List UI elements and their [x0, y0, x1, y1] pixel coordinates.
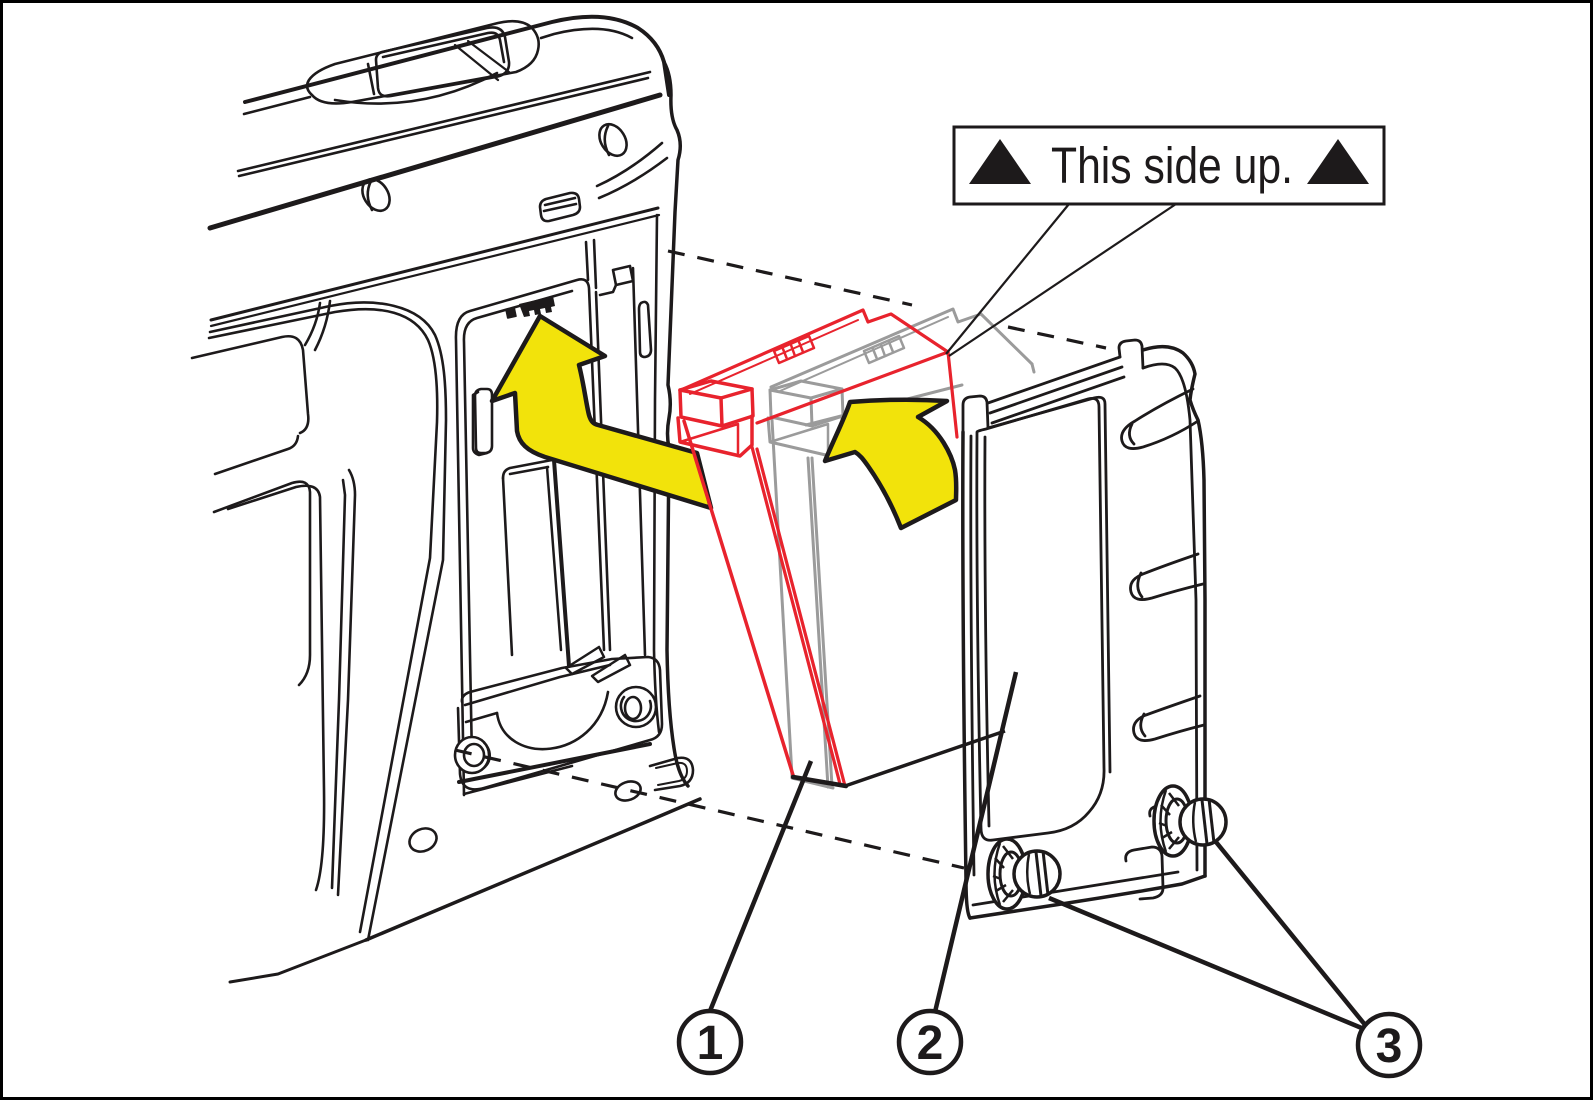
svg-text:2: 2	[917, 1017, 944, 1070]
svg-text:3: 3	[1376, 1020, 1403, 1073]
svg-text:This side up.: This side up.	[1051, 137, 1293, 194]
svg-text:1: 1	[697, 1017, 724, 1070]
